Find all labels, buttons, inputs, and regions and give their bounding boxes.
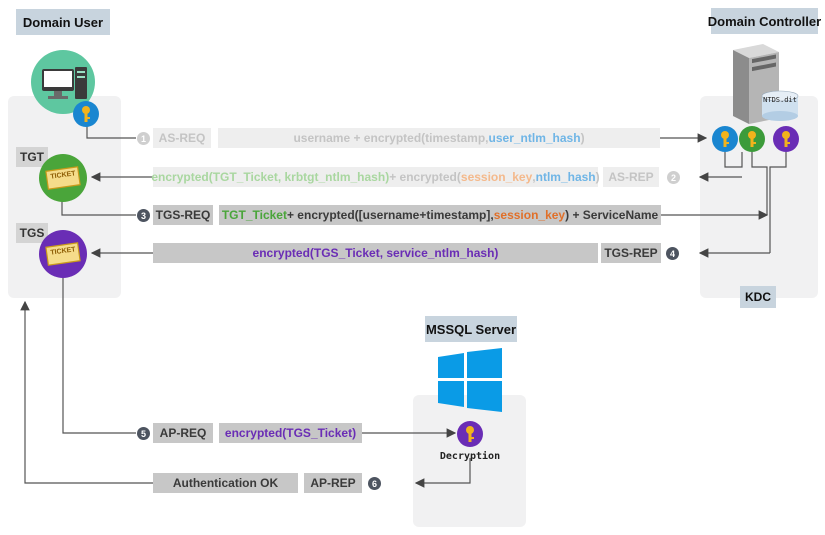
computer-icon [31, 50, 95, 114]
as-rep-msg-a: encrypted(TGT_Ticket, krbtgt_ntlm_hash) [151, 170, 390, 184]
tgs-req-msg-c: session_key [493, 208, 566, 222]
ntds-label: NTDS.dit [763, 96, 797, 104]
ap-rep-from-mssql [414, 458, 471, 488]
step-2-badge: 2 [667, 171, 680, 184]
tgt-ticket-icon: TICKET [39, 154, 87, 202]
tgs-ticket-icon: TICKET [39, 230, 87, 278]
tgs-rep-msg: encrypted(TGS_Ticket, service_ntlm_hash) [252, 246, 499, 260]
auth-ok-return [20, 300, 153, 484]
user-key-icon [73, 101, 99, 127]
as-req-message: username + encrypted(timestamp, user_ntl… [218, 128, 660, 148]
windows-logo-icon [438, 348, 502, 412]
tgs-req-line [61, 196, 136, 216]
domain-user-header: Domain User [16, 9, 110, 35]
tgs-label: TGS [16, 223, 48, 243]
as-req-label: AS-REQ [153, 128, 211, 148]
step-3-badge: 3 [137, 209, 150, 222]
as-rep-msg-d: , [532, 170, 536, 184]
ap-rep-label: AP-REP [304, 473, 362, 493]
database-icon: NTDS.dit [761, 90, 799, 122]
ap-rep-msg: Authentication OK [172, 476, 279, 490]
step-4-badge: 4 [666, 247, 679, 260]
kdc-blue-key-icon [712, 126, 738, 152]
mssql-server-header: MSSQL Server [425, 316, 517, 342]
as-rep-msg-b: + encrypted( [389, 170, 461, 184]
tgs-req-msg-b: + encrypted([username+timestamp], [286, 208, 494, 222]
ap-req-msg: encrypted(TGS_Ticket) [224, 426, 357, 440]
green-key-connector [751, 152, 768, 215]
ap-req-message: encrypted(TGS_Ticket) [219, 423, 362, 443]
as-rep-message: encrypted(TGT_Ticket, krbtgt_ntlm_hash) … [151, 167, 600, 187]
step-6-badge: 6 [368, 477, 381, 490]
step-5-badge: 5 [137, 427, 150, 440]
tgs-rep-message: encrypted(TGS_Ticket, service_ntlm_hash) [153, 243, 598, 263]
as-req-line [86, 122, 136, 139]
as-rep-msg-f: ) [595, 170, 600, 184]
ap-req-label: AP-REQ [153, 423, 213, 443]
as-req-msg-b: user_ntlm_hash [488, 131, 581, 145]
tgs-req-label: TGS-REQ [153, 205, 213, 225]
tgs-rep-label: TGS-REP [601, 243, 661, 263]
purple-key-connector [769, 152, 787, 253]
as-req-msg-c: ) [580, 131, 585, 145]
as-req-msg-a: username + encrypted(timestamp, [293, 131, 489, 145]
tgt-label: TGT [16, 147, 48, 167]
as-rep-label: AS-REP [603, 167, 659, 187]
step-1-badge: 1 [137, 132, 150, 145]
mssql-purple-key-icon [457, 421, 483, 447]
kdc-purple-key-icon [773, 126, 799, 152]
decryption-label: Decryption [439, 451, 501, 462]
as-rep-msg-c: session_key [460, 170, 533, 184]
kdc-label: KDC [740, 286, 776, 308]
tgs-req-msg-a: TGT_Ticket [221, 208, 287, 222]
tgs-req-message: TGT_Ticket + encrypted([username+timesta… [219, 205, 661, 225]
as-rep-msg-e: ntlm_hash [535, 170, 596, 184]
ap-req-line [62, 277, 136, 434]
kdc-green-key-icon [739, 126, 765, 152]
ap-rep-message: Authentication OK [153, 473, 298, 493]
as-rep-from-kdc [724, 152, 743, 168]
domain-controller-header: Domain Controller [708, 8, 821, 34]
tgs-req-msg-d: ) + ServiceName [565, 208, 659, 222]
